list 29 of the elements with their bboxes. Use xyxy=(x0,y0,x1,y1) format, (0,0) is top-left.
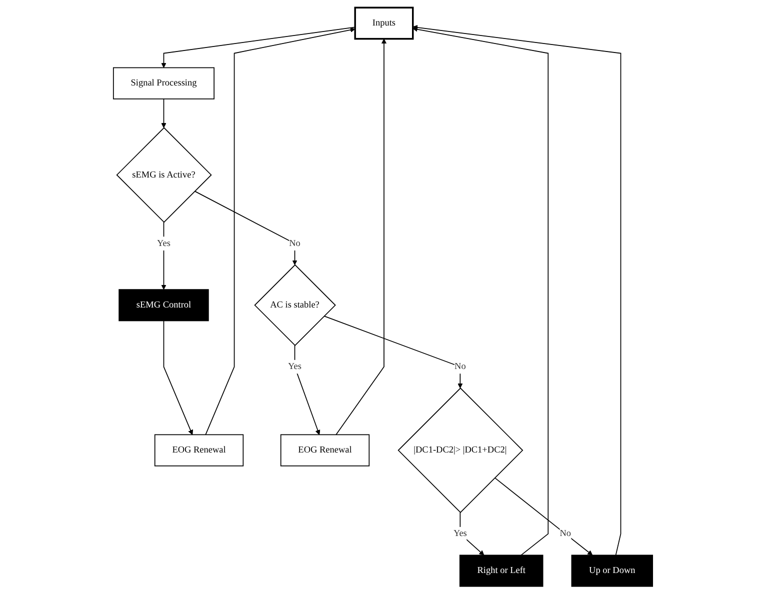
edge-label: No xyxy=(454,361,466,371)
node-diamond: |DC1-DC2|> |DC1+DC2| xyxy=(398,387,524,513)
arrow xyxy=(161,26,356,68)
arrow xyxy=(161,221,166,290)
node-diamond: sEMG is Active? xyxy=(116,126,212,222)
node-box: Right or Left xyxy=(459,554,544,586)
arrow xyxy=(460,512,484,555)
arrow xyxy=(294,344,320,434)
arrow xyxy=(412,24,622,556)
arrow xyxy=(494,476,593,555)
arrow xyxy=(336,38,387,435)
arrow xyxy=(324,315,463,388)
node-diamond: AC is stable? xyxy=(254,264,336,346)
node-box: Signal Processing xyxy=(112,66,214,99)
arrow xyxy=(161,98,166,128)
edge-label: Yes xyxy=(288,361,302,371)
edge-label: Yes xyxy=(157,238,170,248)
arrow xyxy=(194,190,298,265)
edge-label: Yes xyxy=(453,528,467,538)
node-box: Inputs xyxy=(354,6,414,40)
node-box: EOG Renewal xyxy=(154,434,244,466)
node-box: sEMG Control xyxy=(118,288,209,321)
node-box: EOG Renewal xyxy=(280,434,370,466)
node-box: Up or Down xyxy=(571,554,654,586)
arrow xyxy=(163,320,193,434)
edge-label: No xyxy=(289,238,300,248)
arrow xyxy=(205,26,356,435)
arrow xyxy=(412,26,549,556)
edge-label: No xyxy=(560,528,571,538)
